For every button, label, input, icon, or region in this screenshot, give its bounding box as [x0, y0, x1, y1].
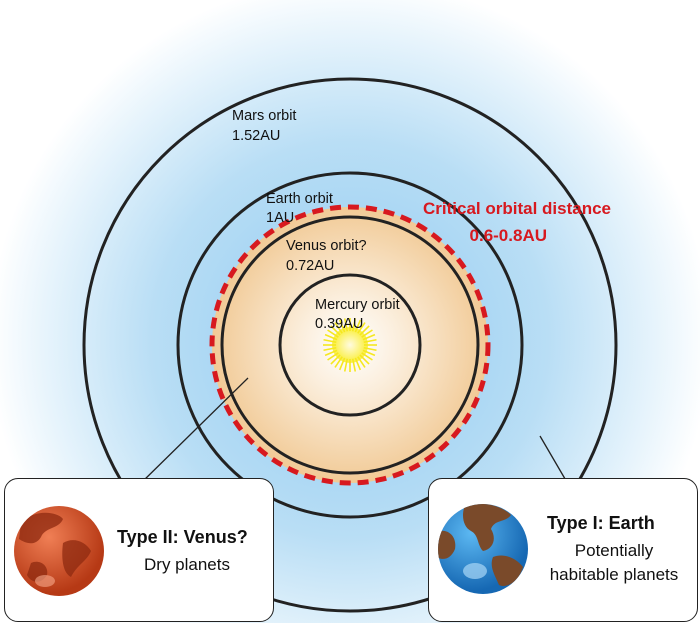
- sun-ray: [363, 346, 377, 352]
- mercury-orbit-ring: [278, 273, 422, 417]
- venus-orbit-name: Venus orbit?: [286, 238, 367, 254]
- earth-orbit-name: Earth orbit: [266, 191, 333, 207]
- sun-ray: [343, 358, 349, 372]
- type1-card: Type I: Earth Potentially habitable plan…: [428, 478, 698, 622]
- sun-ray: [324, 333, 338, 341]
- venus-orbit-ring: [220, 215, 480, 475]
- mars-orbit-distance: 1.52AU: [232, 128, 280, 144]
- mercury-orbit-distance: 0.39AU: [315, 316, 363, 332]
- type2-subtitle: Dry planets: [144, 555, 230, 574]
- sun-ray: [359, 354, 370, 365]
- sun-ray: [361, 352, 373, 361]
- sun-ray: [327, 329, 339, 338]
- sun-ray: [357, 322, 366, 334]
- mars-orbit-name: Mars orbit: [232, 108, 296, 124]
- sun-ray: [359, 325, 370, 336]
- mercury-orbit-name: Mercury orbit: [315, 297, 400, 313]
- venus-orbit-distance: 0.72AU: [286, 258, 334, 274]
- sun-ray: [351, 358, 357, 372]
- sun-ray: [351, 318, 357, 332]
- sun-icon: [323, 318, 377, 372]
- type2-title: Type II: Venus?: [117, 527, 248, 547]
- sun-ray: [330, 354, 341, 365]
- venus-planet-icon: [14, 506, 104, 596]
- sun-ray: [362, 333, 376, 341]
- critical-distance-range: 0.6-0.8AU: [470, 226, 547, 245]
- sun-ray: [323, 346, 337, 352]
- type1-pointer-line: [539, 435, 569, 485]
- sun-ray: [334, 356, 343, 368]
- sun-ray: [338, 319, 346, 333]
- earth-orbit-ring: [176, 171, 524, 519]
- sun-ray: [362, 349, 376, 357]
- sun-ray: [323, 338, 337, 344]
- mars-orbit-ring: [82, 77, 618, 613]
- earth-planet-icon: [438, 504, 528, 594]
- type2-pointer-line: [139, 377, 249, 485]
- sun-ray: [327, 352, 339, 361]
- sun-ray: [338, 357, 346, 371]
- sun-ray: [324, 349, 338, 357]
- sun-ray: [330, 325, 341, 336]
- sun-ray: [363, 338, 377, 344]
- sun-ray: [361, 329, 373, 338]
- sun-ray: [354, 357, 362, 371]
- earth-orbit-distance: 1AU: [266, 210, 294, 226]
- sun-ray: [357, 356, 366, 368]
- type1-subtitle: Potentially habitable planets: [549, 541, 679, 584]
- sun-ray: [334, 322, 343, 334]
- sun-ray: [354, 319, 362, 333]
- sun-ray: [343, 318, 349, 332]
- type1-title: Type I: Earth: [547, 513, 655, 533]
- type2-card: Type II: Venus? Dry planets: [4, 478, 274, 622]
- critical-distance-title: Critical orbital distance: [423, 199, 611, 218]
- critical-distance-ring: [209, 204, 491, 486]
